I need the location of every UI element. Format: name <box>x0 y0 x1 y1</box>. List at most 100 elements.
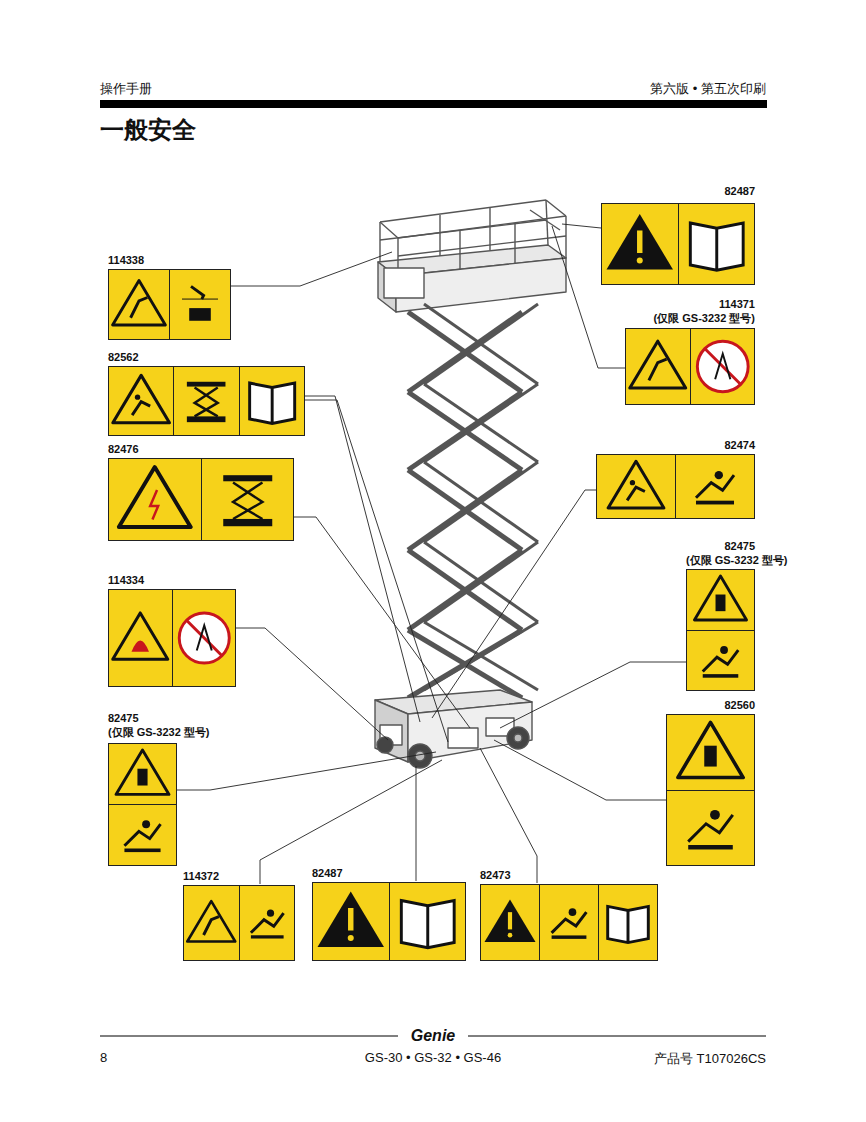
decal-symbol <box>599 885 657 960</box>
safety-decal: 114372 <box>183 869 295 961</box>
decal-panel <box>109 459 201 540</box>
decal-symbol <box>687 631 754 691</box>
brand-logo: Genie <box>398 1025 468 1047</box>
decal-number: 82487 <box>312 866 466 880</box>
decal-number: 114372 <box>183 869 295 883</box>
decal-symbol <box>626 329 690 404</box>
decal-symbol <box>170 270 230 339</box>
decal-symbol <box>109 459 201 540</box>
page-rules <box>100 100 767 1036</box>
decal-panel <box>598 885 657 960</box>
decal-panel <box>109 590 172 686</box>
page-number: 8 <box>100 1050 160 1065</box>
decal-face <box>625 328 755 405</box>
header-text: 操作手册 <box>100 80 300 98</box>
safety-decal: 82560 <box>666 698 755 866</box>
decal-panel <box>239 367 304 435</box>
model-list: GS-30 • GS-32 • GS-46 <box>333 1050 533 1065</box>
decal-panel <box>109 804 176 865</box>
decal-face <box>686 569 755 691</box>
decal-symbol <box>109 367 173 435</box>
decal-symbol <box>390 883 466 960</box>
safety-decal: 82562 <box>108 350 305 436</box>
decal-symbol <box>679 204 755 284</box>
decal-panel <box>389 883 466 960</box>
safety-decal: 82473 <box>480 868 658 961</box>
decal-face <box>108 269 231 340</box>
decal-number: 82473 <box>480 868 658 882</box>
safety-decal: 82487 <box>312 866 466 961</box>
decal-symbol <box>540 885 598 960</box>
decal-symbol <box>173 590 236 686</box>
safety-decal: 82474 <box>596 438 755 519</box>
decal-panel <box>109 367 173 435</box>
safety-decal: 114334 <box>108 573 236 687</box>
decal-symbol <box>109 590 172 686</box>
decal-panel <box>667 790 754 866</box>
safety-decal: 82487 <box>601 184 755 285</box>
decal-number: 82476 <box>108 442 294 456</box>
page-title: 一般安全 <box>100 114 196 146</box>
decal-number: 82474 <box>596 438 755 452</box>
decal-number: 82475 <box>108 711 177 725</box>
decal-note: (仅限 GS-3232 型号) <box>625 311 755 325</box>
decal-face <box>596 454 755 519</box>
decal-number: 82562 <box>108 350 305 364</box>
decal-face <box>183 885 295 961</box>
decal-symbol <box>184 886 239 960</box>
decal-symbol <box>676 455 754 518</box>
decal-number: 114371 <box>625 297 755 311</box>
decal-symbol <box>687 570 754 630</box>
safety-decal: 82476 <box>108 442 294 541</box>
decal-symbol <box>597 455 675 518</box>
decal-panel <box>239 886 295 960</box>
decal-symbol <box>109 270 169 339</box>
decal-panel <box>690 329 755 404</box>
decal-panel <box>687 630 754 691</box>
decal-symbol <box>481 885 539 960</box>
decal-number: 114334 <box>108 573 236 587</box>
decal-panel <box>539 885 598 960</box>
decal-panel <box>109 270 169 339</box>
decal-number: 114338 <box>108 253 231 267</box>
decal-symbol <box>109 744 176 804</box>
decal-panel <box>675 455 754 518</box>
decal-symbol <box>240 367 304 435</box>
decal-symbol <box>313 883 389 960</box>
decal-symbol <box>202 459 294 540</box>
decal-note: (仅限 GS-3232 型号) <box>686 553 755 567</box>
decal-panel <box>201 459 294 540</box>
decal-symbol <box>109 805 176 865</box>
decal-face <box>108 458 294 541</box>
decal-face <box>108 366 305 436</box>
decal-symbol <box>667 791 754 866</box>
decal-face <box>108 743 177 866</box>
decal-symbol <box>691 329 755 404</box>
decal-panel <box>173 367 238 435</box>
decal-note: (仅限 GS-3232 型号) <box>108 725 177 739</box>
decal-panel <box>481 885 539 960</box>
decal-symbol <box>602 204 678 284</box>
decal-face <box>108 589 236 687</box>
decal-panel <box>109 744 176 804</box>
decal-panel <box>687 570 754 630</box>
part-number: 产品号 T107026CS <box>566 1050 766 1068</box>
decal-face <box>601 203 755 285</box>
decal-panel <box>602 204 678 284</box>
decal-number: 82475 <box>686 539 755 553</box>
safety-decal: 114338 <box>108 253 231 340</box>
scissor-lift <box>375 200 566 768</box>
decal-panel <box>667 715 754 790</box>
decal-panel <box>184 886 239 960</box>
decal-panel <box>169 270 230 339</box>
decal-number: 82487 <box>601 184 755 198</box>
decal-face <box>480 884 658 961</box>
decal-symbol <box>174 367 238 435</box>
decal-panel <box>313 883 389 960</box>
safety-decal: 82475(仅限 GS-3232 型号) <box>686 539 755 691</box>
header-text: 第六版 • 第五次印刷 <box>500 80 766 98</box>
decal-panel <box>626 329 690 404</box>
decal-panel <box>597 455 675 518</box>
decal-panel <box>678 204 755 284</box>
decal-symbol <box>667 715 754 790</box>
